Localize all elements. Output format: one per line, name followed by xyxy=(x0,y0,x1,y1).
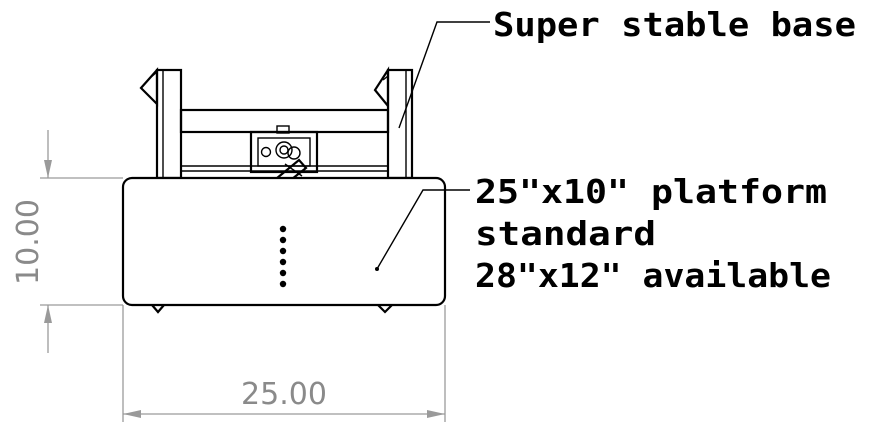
platform-dot-6 xyxy=(279,280,287,288)
platform-leader xyxy=(376,189,470,270)
height-dimension-label: 10.00 xyxy=(11,199,46,285)
height-arrow-bottom xyxy=(44,305,52,323)
right-post-cap xyxy=(382,75,389,81)
platform-dot-3 xyxy=(279,247,287,255)
left-post-cap xyxy=(149,71,158,79)
width-arrow-right xyxy=(427,410,445,418)
clamp-bracket xyxy=(257,137,311,167)
right-foot-wedge xyxy=(373,66,390,110)
platform-callout-line1: 25"x10" platform xyxy=(475,172,827,211)
callout-leaders xyxy=(376,21,490,270)
platform-callout-line2: standard xyxy=(475,214,656,253)
bottom-left-foot xyxy=(151,304,165,314)
clamp-top-tab xyxy=(276,125,290,134)
clamp-lever-edge xyxy=(284,163,303,177)
clamp-bolt-left xyxy=(260,146,272,158)
clamp-knob-outer xyxy=(275,141,293,159)
height-arrow-top xyxy=(44,160,52,178)
top-crossbar xyxy=(179,108,390,134)
width-dimension: 25.00 xyxy=(122,305,446,422)
base-callout: Super stable base xyxy=(493,5,856,44)
bottom-right-foot xyxy=(377,304,393,314)
height-dimension: 10.00 xyxy=(11,130,123,353)
base-leader xyxy=(398,21,490,129)
left-post xyxy=(155,68,183,180)
base-frame xyxy=(139,66,414,180)
platform-callout-line3: 28"x12" available xyxy=(475,256,831,295)
platform xyxy=(121,176,447,314)
platform-dot-5 xyxy=(279,269,287,277)
platform-dot-2 xyxy=(279,236,287,244)
width-dimension-label: 25.00 xyxy=(241,377,327,412)
clamp-knob-inner xyxy=(279,145,289,155)
width-arrow-left xyxy=(123,410,141,418)
platform-dot-4 xyxy=(279,258,287,266)
left-foot-wedge xyxy=(139,67,159,107)
clamp-knob-ring xyxy=(287,146,301,160)
platform-dot-1 xyxy=(279,225,287,233)
